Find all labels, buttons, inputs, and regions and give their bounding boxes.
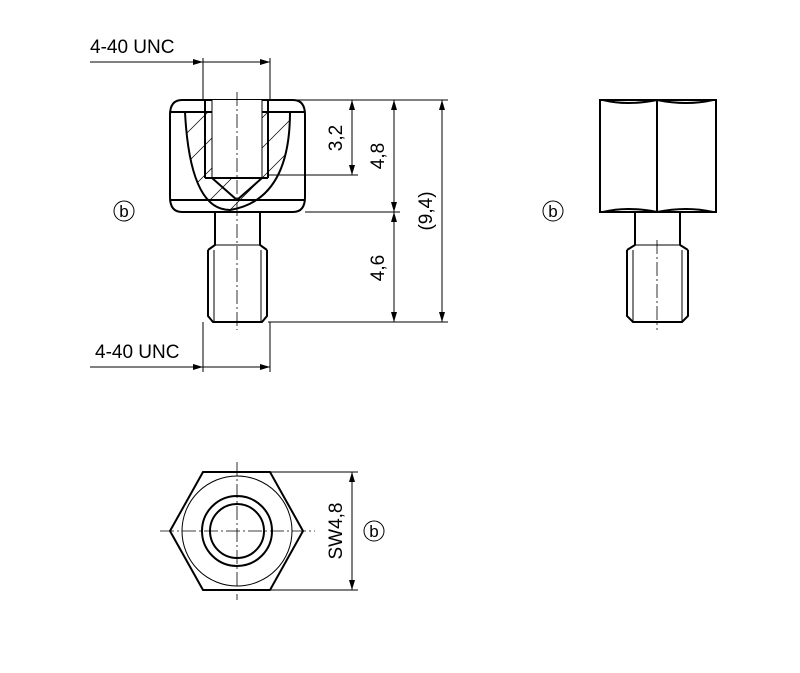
- thread-top-label: 4-40 UNC: [90, 37, 174, 58]
- cavity-outline: [184, 111, 291, 212]
- dim-bore-depth: 3,2: [326, 100, 355, 175]
- across-flats-label: SW4,8: [326, 502, 347, 559]
- hex-height-label: 4,8: [368, 143, 389, 169]
- side-view: [599, 98, 717, 330]
- marker-front: b: [113, 200, 135, 222]
- side-stud: [626, 250, 689, 323]
- dim-across-flats: SW4,8: [270, 471, 358, 591]
- stud-length-label: 4,6: [368, 255, 389, 281]
- front-section-view: [169, 92, 306, 330]
- front-neck: [207, 212, 268, 251]
- thread-bottom-label: 4-40 UNC: [95, 342, 179, 363]
- marker-front-letter: b: [119, 202, 128, 221]
- marker-side: b: [542, 200, 564, 222]
- total-length-label: (9,4): [416, 191, 437, 230]
- marker-top-letter: b: [369, 522, 378, 541]
- front-stud: [207, 250, 268, 323]
- dim-total-length: (9,4): [416, 100, 445, 322]
- dim-hex-height: 4,8: [368, 100, 397, 212]
- front-hex-body: [169, 99, 306, 213]
- top-view: [160, 462, 315, 600]
- bore-depth-label: 3,2: [326, 125, 347, 151]
- marker-top: b: [363, 520, 385, 542]
- dim-thread-top: 4-40 UNC: [90, 37, 271, 100]
- dim-thread-bottom: 4-40 UNC: [90, 322, 271, 372]
- side-neck: [626, 212, 689, 251]
- drill-point: [211, 177, 263, 202]
- side-hex-body: [599, 99, 717, 213]
- dim-stud-length: 4,6: [368, 212, 397, 322]
- extension-lines: [268, 99, 448, 323]
- marker-side-letter: b: [548, 202, 557, 221]
